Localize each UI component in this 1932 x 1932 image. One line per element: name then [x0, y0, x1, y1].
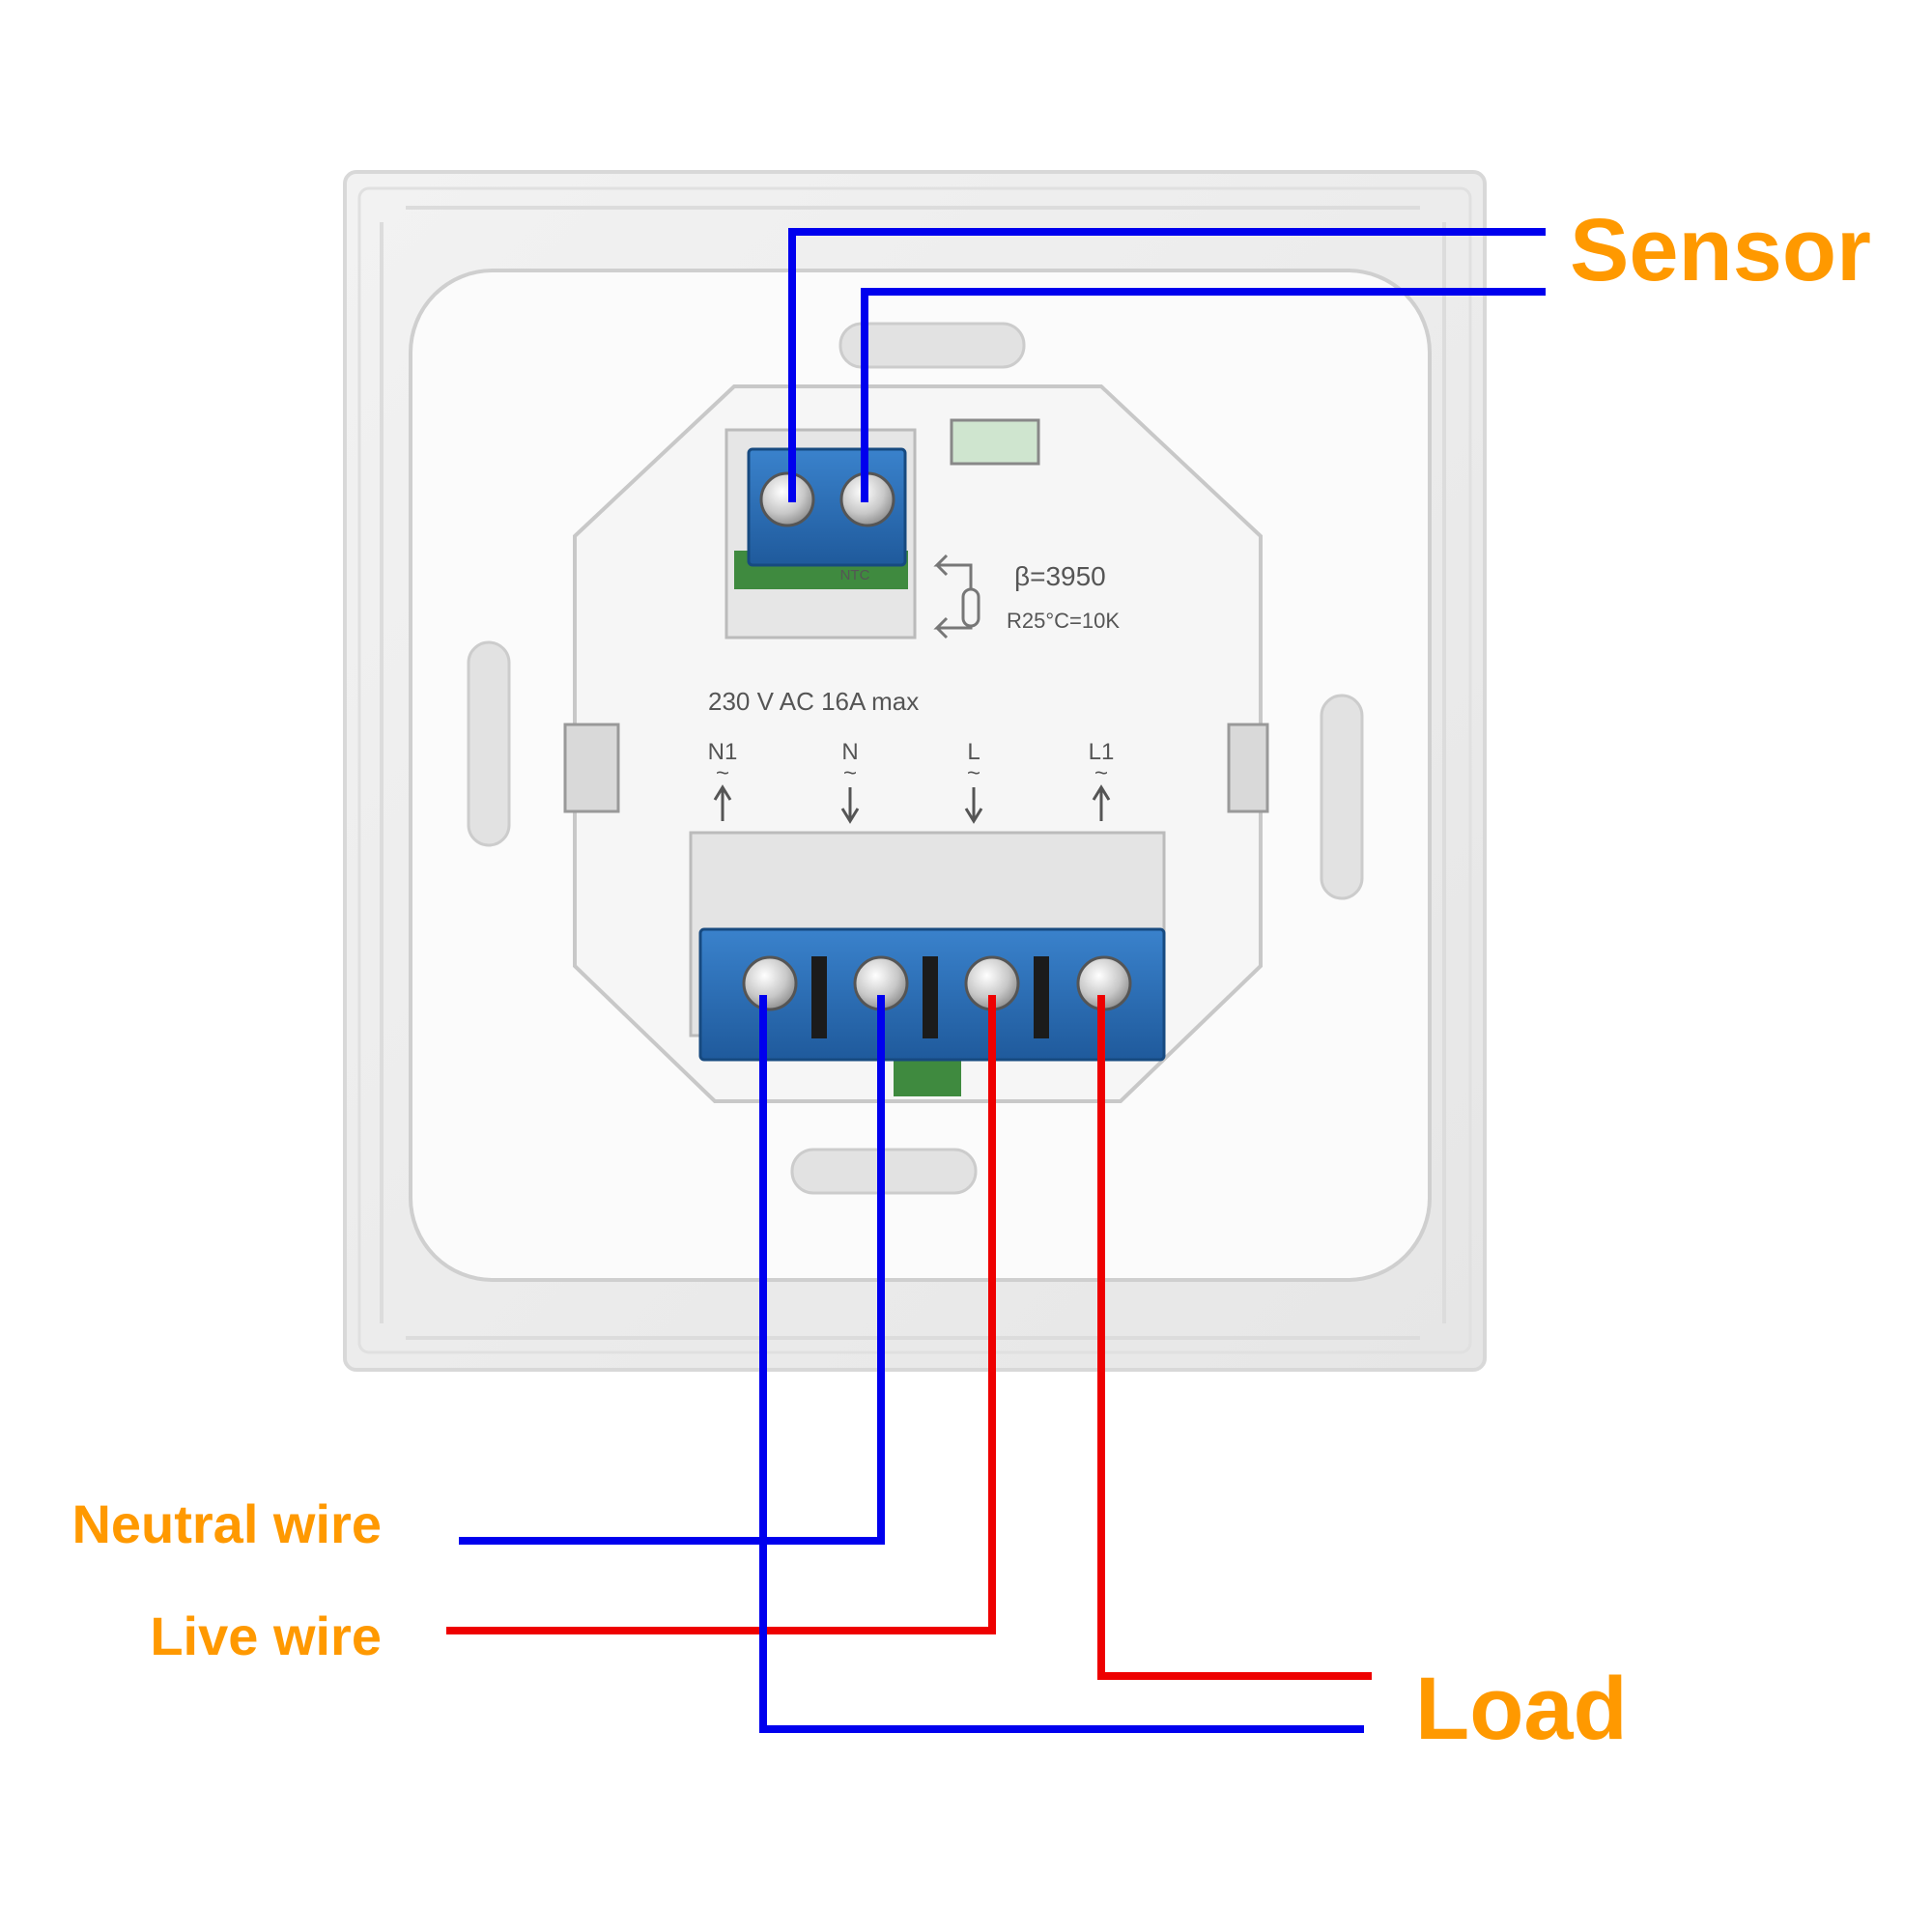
clip-top [950, 418, 1040, 466]
terminal-legend: N1~N~L~L1~ [708, 739, 1115, 824]
live-wire-label: Live wire [150, 1605, 382, 1666]
keyhole-left [467, 640, 511, 847]
terminal-tilde-n: ~ [843, 760, 857, 786]
sensor-wire-1 [788, 228, 1546, 502]
terminal-arrow-l-down-icon [964, 787, 983, 824]
sensor-screw-1 [759, 471, 815, 527]
clip-left [563, 723, 620, 813]
live-wire [446, 995, 996, 1634]
neutral-wire [459, 995, 885, 1545]
terminal-label-l1: L1 [1089, 739, 1115, 765]
sensor-block-print: NTC [840, 567, 870, 583]
terminal-arrow-l1-up-icon [1092, 784, 1111, 821]
terminal-label-n: N [841, 739, 858, 765]
frame-ribs [380, 206, 1446, 1340]
terminal-tilde-l: ~ [967, 760, 980, 786]
outer-frame-inner-edge [357, 186, 1472, 1354]
terminal-arrow-n1-up-icon [713, 784, 732, 821]
terminal-label-l: L [967, 739, 980, 765]
terminal-tilde-l1: ~ [1094, 760, 1108, 786]
terminal-arrow-n-down-icon [840, 787, 860, 824]
sensor-wire-2 [861, 288, 1546, 502]
keyhole-right [1320, 694, 1364, 900]
resistance-value: R25°C=10K [1007, 609, 1120, 633]
load-live-wire [1097, 995, 1372, 1680]
load-neutral-wire [759, 995, 1364, 1733]
power-block-dividers [811, 956, 1049, 1038]
load-label: Load [1415, 1660, 1628, 1758]
rating-text: 230 V AC 16A max [708, 687, 919, 716]
screw-n1 [742, 955, 798, 1011]
sensor-terminal-block: NTC [724, 428, 917, 639]
sensor-label: Sensor [1570, 201, 1871, 299]
keyhole-top [838, 322, 1026, 369]
beta-value: β=3950 [1014, 561, 1106, 591]
terminal-tilde-n1: ~ [716, 760, 729, 786]
neutral-wire-label: Neutral wire [71, 1493, 382, 1554]
terminal-label-n1: N1 [708, 739, 738, 765]
clip-right [1227, 723, 1269, 813]
ntc-symbol [933, 554, 980, 639]
power-terminal-block [689, 831, 1166, 1096]
wires [446, 228, 1546, 1733]
